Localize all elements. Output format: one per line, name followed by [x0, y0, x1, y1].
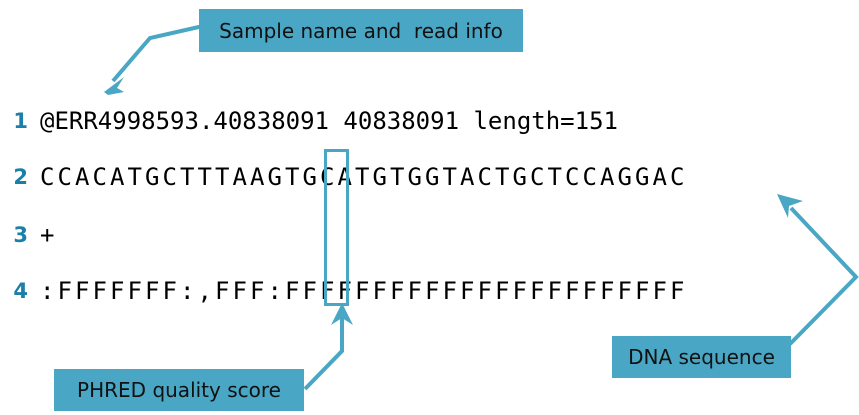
callout-dna-sequence: DNA sequence [612, 336, 791, 378]
fastq-sequence-text: CCACATGCTTTAAGTGCATGTGGTACTGCTCCAGGAC [40, 163, 688, 191]
line-number-2: 2 [13, 164, 28, 189]
fastq-line-separator: 3 + [0, 214, 859, 256]
fastq-header-text: @ERR4998593.40838091 40838091 length=151 [40, 107, 618, 135]
callout-sample-name-and-read-info: Sample name and read info [199, 9, 523, 52]
callout-phred-quality-score: PHRED quality score [54, 369, 304, 411]
line-number-3: 3 [13, 222, 28, 247]
fastq-line-quality: 4 :FFFFFFF:,FFF:FFFFFFFFFFFFFFFFFFFFFFF [0, 270, 859, 312]
base-highlight-box [324, 149, 349, 306]
fastq-line-sequence: 2 CCACATGCTTTAAGTGCATGTGGTACTGCTCCAGGAC [0, 156, 859, 198]
line-number-4: 4 [13, 278, 28, 303]
fastq-line-header: 1 @ERR4998593.40838091 40838091 length=1… [0, 100, 859, 142]
fastq-quality-text: :FFFFFFF:,FFF:FFFFFFFFFFFFFFFFFFFFFFF [40, 277, 688, 305]
line-number-1: 1 [13, 108, 28, 133]
fastq-separator-text: + [40, 221, 55, 249]
